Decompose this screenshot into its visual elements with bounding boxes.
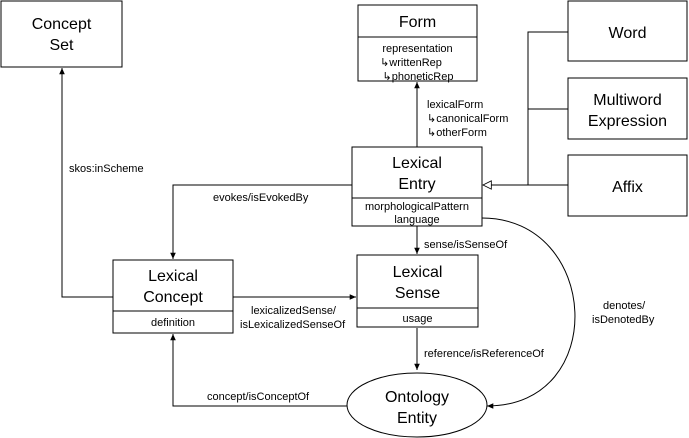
- ontology-entity-title-line-1: Ontology: [385, 389, 449, 406]
- label-evokes: evokes/isEvokedBy: [213, 192, 309, 204]
- node-concept-set: Concept Set: [0, 0, 123, 68]
- lexical-entry-title-line-1: Lexical: [392, 155, 442, 172]
- label-is-lexicalized-sense-of: isLexicalizedSenseOf: [240, 319, 346, 331]
- label-other-form: ↳otherForm: [427, 127, 487, 139]
- node-form: Form representation ↳writtenRep ↳phoneti…: [357, 4, 478, 83]
- affix-title: Affix: [612, 179, 643, 196]
- ontology-entity-title-line-2: Entity: [397, 410, 437, 427]
- label-reference: reference/isReferenceOf: [424, 348, 545, 360]
- node-affix: Affix: [567, 154, 688, 217]
- concept-set-title-line-2: Set: [49, 37, 74, 54]
- lexical-concept-title-line-1: Lexical: [148, 268, 198, 285]
- form-attr-phonetic-rep: ↳phoneticRep: [383, 71, 454, 83]
- form-attr-written-rep: ↳writtenRep: [380, 57, 442, 69]
- lexical-sense-title-line-1: Lexical: [393, 264, 443, 281]
- label-is-denoted-by: isDenotedBy: [592, 314, 655, 326]
- label-lexical-form: lexicalForm: [427, 99, 483, 111]
- label-sense: sense/isSenseOf: [424, 239, 508, 251]
- lexical-entry-title-line-2: Entry: [398, 176, 435, 193]
- edges: [59, 31, 576, 409]
- label-canonical-form: ↳canonicalForm: [427, 113, 508, 125]
- form-attr-representation: representation: [382, 43, 452, 55]
- lexical-sense-title-line-2: Sense: [395, 285, 440, 302]
- node-lexical-concept: Lexical Concept definition: [112, 259, 234, 334]
- lexical-entry-attr-morphological-pattern: morphologicalPattern: [365, 201, 469, 213]
- form-title: Form: [399, 14, 436, 31]
- multiword-title-line-1: Multiword: [593, 92, 661, 109]
- node-ontology-entity: Ontology Entity: [346, 372, 488, 438]
- edge-skos-in-scheme: [59, 68, 113, 298]
- edge-word-subclass: [527, 31, 568, 185]
- node-word: Word: [567, 0, 688, 62]
- lexical-concept-title-line-2: Concept: [143, 289, 203, 306]
- edge-evokes: [170, 184, 352, 259]
- label-denotes: denotes/: [603, 300, 646, 312]
- edge-labels: skos:inScheme lexicalForm ↳canonicalForm…: [69, 99, 655, 403]
- lexical-concept-attr-definition: definition: [151, 317, 195, 329]
- concept-set-title-line-1: Concept: [32, 16, 92, 33]
- multiword-title-line-2: Expression: [588, 113, 667, 130]
- word-title: Word: [609, 25, 647, 42]
- lexical-sense-attr-usage: usage: [403, 313, 433, 325]
- lexical-entry-attr-language: language: [394, 214, 439, 226]
- node-multiword-expression: Multiword Expression: [567, 77, 688, 140]
- node-lexical-sense: Lexical Sense usage: [356, 254, 479, 328]
- label-concept: concept/isConceptOf: [207, 391, 310, 403]
- label-lexicalized-sense: lexicalizedSense/: [251, 305, 337, 317]
- edge-denotes: [481, 217, 576, 409]
- label-skos-in-scheme: skos:inScheme: [69, 163, 144, 175]
- node-lexical-entry: Lexical Entry morphologicalPattern langu…: [351, 146, 483, 227]
- edge-concept: [170, 334, 347, 407]
